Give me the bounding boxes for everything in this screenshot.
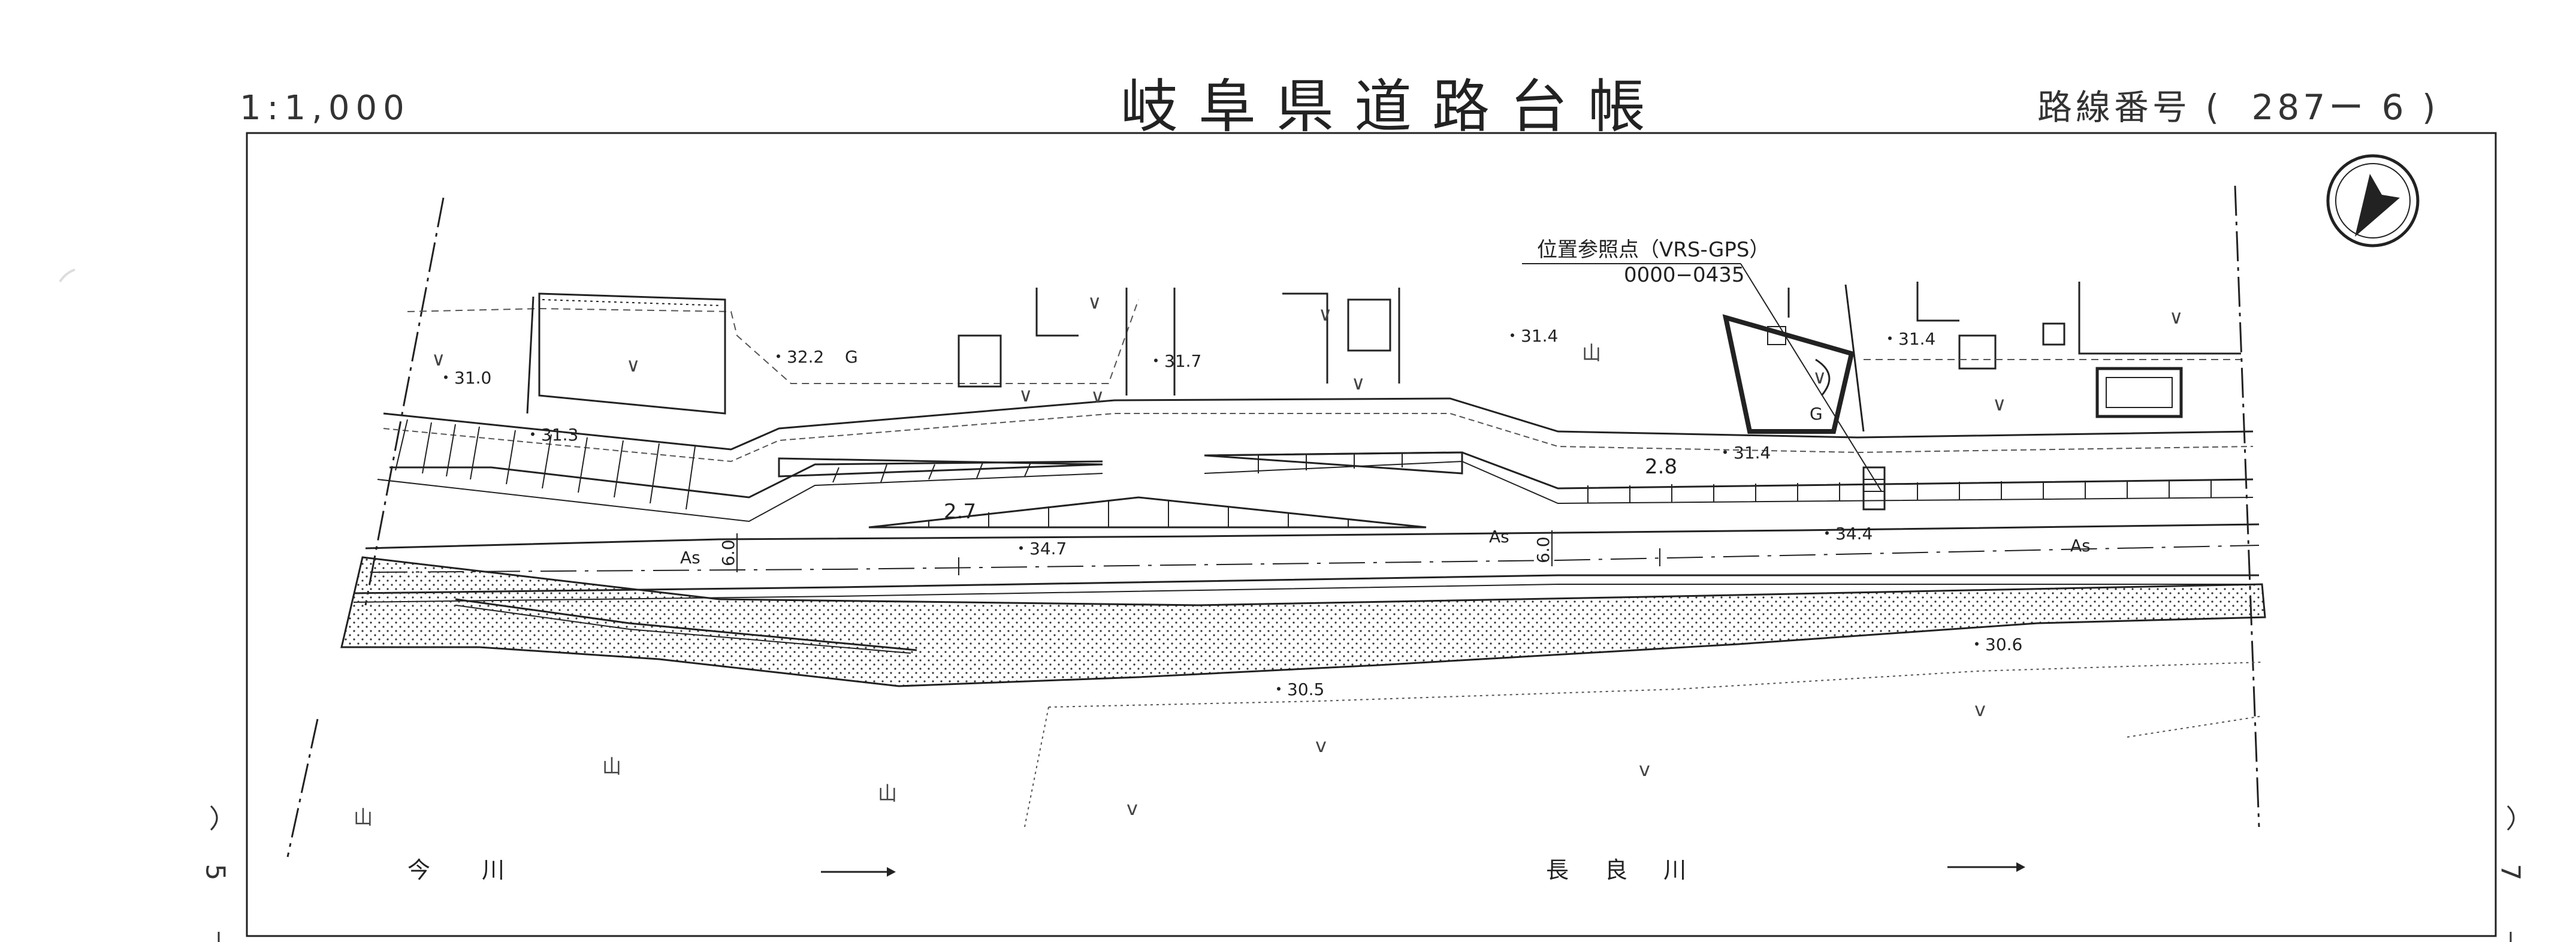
elevation-label: ・34.4 (1819, 524, 1873, 544)
reference-point-label: 位置参照点（VRS-GPS） (1537, 238, 1769, 262)
width-label: 6.0 (718, 539, 738, 566)
mountain-symbol: 山 (878, 782, 897, 805)
surface-label: As (1489, 527, 1509, 547)
mountain-symbol: 山 (602, 755, 621, 778)
elevation-label: ・31.4 (1717, 443, 1771, 463)
route-open-paren: ( (2205, 87, 2237, 128)
field-symbol: ∨ (1088, 291, 1101, 313)
width-label: 2.7 (944, 500, 976, 524)
map-frame (246, 132, 2497, 937)
field-symbol: ∨ (431, 348, 445, 370)
sheet-right-mark (2506, 805, 2515, 831)
wasteland-symbol: ⅴ (1127, 797, 1138, 820)
width-label: 2.8 (1645, 455, 1677, 479)
elevation-label: ・30.5 (1270, 680, 1324, 699)
route-number-value: 287ー 6 (2251, 87, 2408, 128)
flow-arrow-icon (821, 867, 896, 877)
elevation-label: ・31.0 (437, 368, 491, 388)
field-symbol: ∨ (1318, 303, 1332, 325)
elevation-label: ・31.4 (1882, 329, 1935, 349)
mountain-symbol: 山 (1582, 342, 1601, 364)
wasteland-symbol: ⅴ (1315, 734, 1327, 757)
land-use-label: G (845, 347, 858, 367)
land-use-label: G (1810, 404, 1823, 424)
wasteland-symbol: ⅴ (1639, 758, 1650, 781)
sheet-left-mark (210, 805, 218, 831)
route-number: 路線番号 ( 287ー 6 ) (2037, 79, 2454, 129)
wasteland-symbol: ⅴ (1974, 698, 1986, 721)
route-close-paren: ) (2422, 87, 2454, 128)
field-symbol: ∨ (1351, 372, 1365, 394)
field-symbol: ∨ (1992, 393, 2006, 415)
building (1347, 298, 1391, 352)
elevation-label: ・34.7 (1013, 539, 1067, 558)
elevation-label: ・31.4 (1504, 326, 1558, 346)
field-symbol: ∨ (626, 354, 640, 376)
map-scale: 1:1,000 (240, 89, 410, 128)
elevation-label: ・31.3 (524, 425, 578, 445)
field-symbol: ∨ (1813, 366, 1826, 388)
width-label: 6.0 (1533, 536, 1553, 563)
page-title: 岐阜県道路台帳 (1121, 73, 1666, 140)
field-symbol: ∨ (1091, 385, 1104, 407)
elevation-label: ・30.6 (1968, 635, 2022, 654)
mountain-symbol: 山 (354, 806, 373, 829)
reference-point-code: 0000−0435 (1624, 263, 1745, 287)
embankment-slope (340, 556, 2266, 687)
sidewalk-hatching (395, 419, 2212, 510)
north-arrow-icon (2326, 154, 2420, 247)
building (958, 334, 1002, 388)
surface-label: As (2070, 536, 2091, 555)
river-name-left: 今 川 (407, 857, 519, 883)
field-symbol: ∨ (2169, 306, 2183, 328)
route-label: 路線番号 (2037, 87, 2191, 128)
field-symbol: ∨ (1019, 384, 1032, 406)
elevation-label: ・32.2 (770, 347, 824, 367)
flow-arrow-icon (1947, 862, 2025, 872)
river-name-right: 長 良 川 (1546, 857, 1701, 883)
elevation-label: ・31.7 (1147, 351, 1201, 371)
surface-label: As (680, 548, 700, 567)
